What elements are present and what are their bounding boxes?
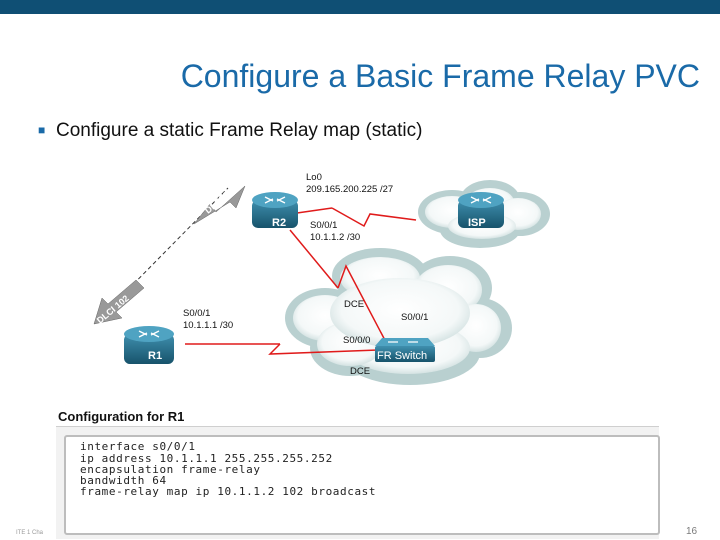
fr-switch-icon: FR Switch: [375, 338, 435, 362]
r2-isp-lightning: [331, 207, 417, 228]
bullet-item: ■ Configure a static Frame Relay map (sta…: [38, 120, 422, 142]
switch-interface-upper-label: S0/0/1: [401, 312, 428, 323]
footer-text: ITE 1 Cha: [16, 530, 44, 536]
network-diagram: DLCI 201 DLCI 102 R2 ISP R1 FR Switch Lo…: [93, 172, 550, 385]
r1-label: R1: [148, 350, 162, 362]
r2-label: R2: [272, 217, 286, 229]
dlci-201-arrow: DLCI 201: [193, 183, 246, 225]
square-bullet-icon: ■: [38, 123, 46, 137]
config-line: frame-relay map ip 10.1.1.2 102 broadcas…: [80, 485, 377, 498]
dce-upper-label: DCE: [344, 299, 364, 310]
r2-ip-label: 10.1.1.2 /30: [310, 232, 360, 243]
r2-interface-label: S0/0/1: [310, 220, 337, 231]
page-number: 16: [686, 526, 698, 537]
config-box: [64, 435, 660, 535]
config-title: Configuration for R1: [58, 409, 185, 424]
router-isp: ISP: [458, 192, 504, 229]
fr-switch-label: FR Switch: [377, 350, 427, 362]
bullet-text: Configure a static Frame Relay map (stat…: [56, 120, 423, 141]
dce-lower-label: DCE: [350, 366, 370, 377]
r1-switch-lightning: [268, 343, 379, 355]
slide-title: Configure a Basic Frame Relay PVC: [180, 58, 700, 94]
config-line: bandwidth 64: [80, 474, 167, 487]
config-line: interface s0/0/1: [80, 440, 196, 453]
config-line: ip address 10.1.1.1 255.255.255.252: [80, 452, 333, 465]
r1-interface-label: S0/0/1: [183, 308, 210, 319]
r1-ip-label: 10.1.1.1 /30: [183, 320, 233, 331]
top-bar: [0, 0, 720, 14]
dlci-102-arrow: DLCI 102: [93, 279, 145, 326]
config-line: encapsulation frame-relay: [80, 463, 261, 476]
isp-label: ISP: [468, 217, 486, 229]
frame-relay-cloud: [285, 248, 512, 385]
router-r2: R2: [252, 192, 298, 229]
r2-switch-link: [289, 229, 339, 289]
switch-interface-lower-label: S0/0/0: [343, 335, 370, 346]
lo0-ip-label: 209.165.200.225 /27: [306, 184, 393, 195]
lo0-label: Lo0: [306, 172, 322, 183]
router-r1: R1: [124, 326, 174, 364]
r2-switch-lightning: [337, 264, 389, 347]
